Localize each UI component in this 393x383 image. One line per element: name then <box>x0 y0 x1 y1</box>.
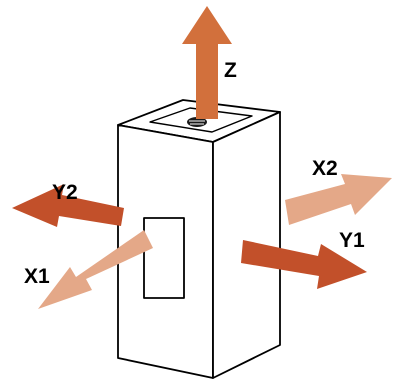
y1-arrow <box>241 240 367 289</box>
x2-arrow <box>285 174 392 225</box>
box-port <box>143 217 185 299</box>
connector-icon <box>187 117 207 127</box>
z-arrow <box>182 6 232 119</box>
y2-arrow <box>12 184 124 227</box>
y1-label: Y1 <box>339 229 365 252</box>
z-label: Z <box>224 59 237 82</box>
x2-label: X2 <box>312 157 338 180</box>
x1-label: X1 <box>24 265 50 288</box>
y2-label: Y2 <box>52 181 78 204</box>
x1-arrow <box>38 230 153 309</box>
